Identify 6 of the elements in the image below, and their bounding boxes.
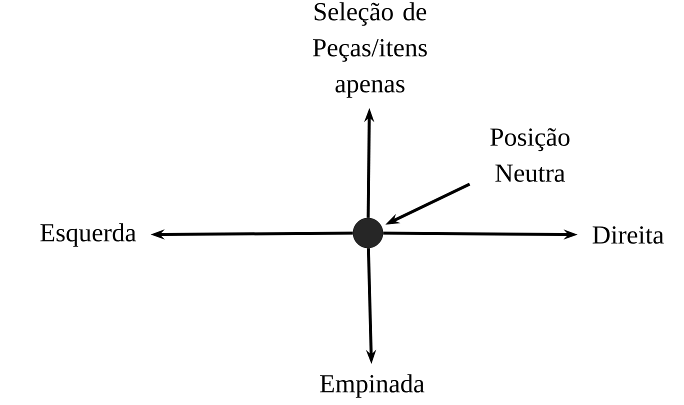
neutral-dot [352, 218, 384, 248]
callout-label: Posição Neutra [490, 128, 570, 182]
direction-label: Empinada [320, 374, 424, 398]
direction-label: Seleção de Peças/itens apenas [313, 2, 427, 98]
direction-label: Direita [592, 226, 664, 244]
direction-label: Esquerda [40, 223, 136, 247]
